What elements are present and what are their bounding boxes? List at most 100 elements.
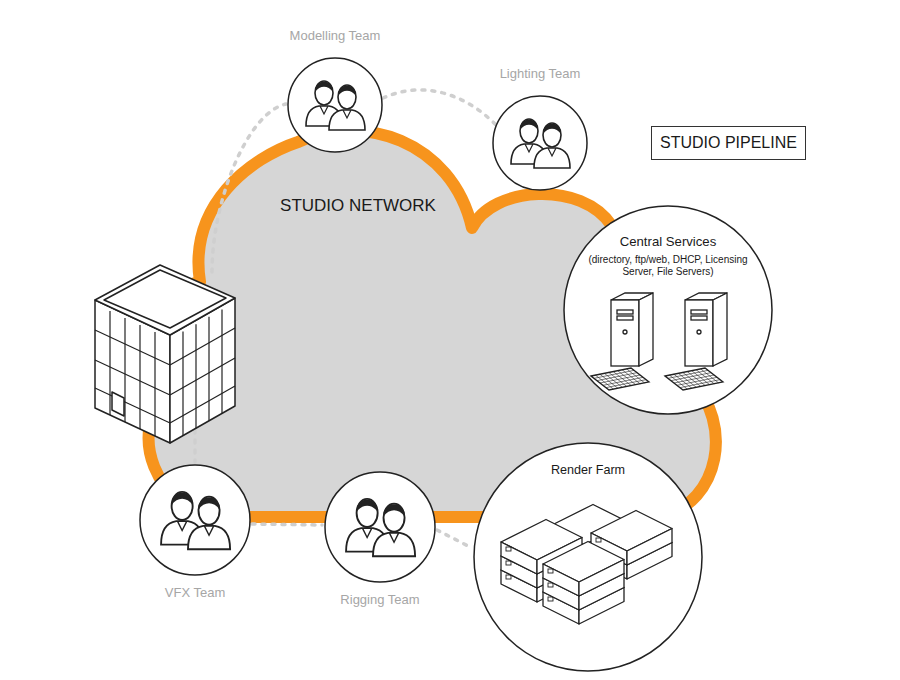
team-circle	[325, 472, 435, 582]
server-light	[596, 538, 601, 542]
window-frame	[170, 386, 235, 423]
person-collar	[389, 533, 398, 542]
person-collar	[343, 110, 351, 118]
central-node: Central Services(directory, ftp/web, DHC…	[563, 205, 773, 415]
render-servers	[501, 505, 672, 625]
person-hair	[315, 82, 333, 93]
server-towers	[591, 293, 727, 390]
team-people	[161, 492, 230, 549]
window-frame	[170, 328, 235, 365]
tower-side	[639, 293, 653, 366]
server-light	[506, 575, 511, 579]
window-frame	[221, 309, 222, 413]
person-hair	[543, 124, 561, 135]
person-head	[315, 81, 333, 105]
keyboard	[665, 368, 723, 390]
person-collar	[548, 148, 556, 156]
keyboard-col	[701, 369, 719, 383]
person-collar	[362, 528, 371, 537]
person-hair	[383, 504, 404, 516]
keyboard-col	[687, 372, 705, 386]
node-heading: Central Services	[583, 234, 753, 249]
team-people	[346, 499, 415, 556]
server-side	[627, 529, 672, 566]
keyboard-col	[604, 373, 622, 387]
keyboard-col	[683, 372, 701, 386]
server-front	[501, 542, 537, 574]
window-frame	[182, 332, 183, 436]
person-head	[520, 119, 538, 143]
dotted-link	[252, 524, 322, 525]
team-people	[511, 119, 570, 168]
keyboard-col	[600, 374, 618, 388]
keyboard-col	[692, 371, 710, 385]
node-heading: STUDIO NETWORK	[248, 196, 468, 216]
farm-node: Render Farm	[473, 442, 703, 672]
team-circle	[288, 58, 382, 152]
person-head	[199, 497, 220, 525]
server-light	[548, 583, 553, 587]
building-door	[112, 392, 124, 416]
person-head	[543, 123, 561, 147]
services-circle	[564, 206, 772, 414]
tower-button	[697, 330, 701, 334]
node-heading: Modelling Team	[260, 28, 410, 43]
person-collar	[320, 106, 328, 114]
keyboard-col	[622, 370, 640, 384]
dotted-link	[193, 430, 197, 462]
keyboard-col	[609, 372, 627, 386]
tower-drive	[691, 316, 707, 320]
server-light	[548, 597, 553, 601]
window-frame	[208, 317, 209, 421]
server-light	[506, 561, 511, 565]
tower-button	[623, 330, 627, 334]
person-head	[338, 85, 356, 109]
window-frame	[95, 330, 170, 365]
render-farm-circle	[474, 443, 702, 671]
person-collar	[204, 526, 213, 535]
window-frame	[195, 324, 196, 428]
person-hair	[198, 497, 219, 509]
team-circle	[493, 96, 587, 190]
keyboard-col	[696, 370, 714, 384]
team-circle-art	[260, 26, 410, 152]
dotted-link	[383, 90, 497, 126]
team-circle	[140, 465, 250, 575]
person-hair	[357, 500, 378, 512]
window-frame	[170, 358, 235, 395]
server-side	[579, 560, 624, 597]
person-body	[373, 533, 415, 556]
node-heading: Render Farm	[488, 463, 688, 477]
person-hair	[338, 86, 356, 97]
keyboard-col	[613, 372, 631, 386]
tower-drive	[617, 316, 633, 320]
building-roof	[95, 265, 235, 335]
window-frame	[109, 311, 110, 415]
keyboard-col	[595, 375, 613, 389]
office-building	[95, 265, 235, 443]
person-head	[357, 499, 378, 527]
dotted-link	[212, 104, 286, 272]
keyboard-col	[674, 374, 692, 388]
dotted-link	[437, 530, 472, 548]
server-light	[506, 547, 511, 551]
person-hair	[520, 120, 538, 131]
team-node: Lighting Team	[465, 64, 615, 190]
keyboard-col	[618, 371, 636, 385]
window-frame	[95, 388, 170, 423]
team-node: VFX Team	[120, 465, 270, 607]
person-collar	[525, 144, 533, 152]
tower-drive	[617, 310, 633, 314]
server-light	[548, 569, 553, 573]
tower-front	[611, 300, 639, 366]
team-node: Rigging Team	[305, 472, 455, 614]
tower-drive	[691, 310, 707, 314]
keyboard	[591, 368, 649, 390]
server-front	[543, 564, 579, 596]
tower-side	[713, 293, 727, 366]
node-heading: Lighting Team	[465, 66, 615, 81]
person-body	[329, 110, 365, 130]
tower-front	[685, 300, 713, 366]
team-people	[306, 81, 365, 130]
